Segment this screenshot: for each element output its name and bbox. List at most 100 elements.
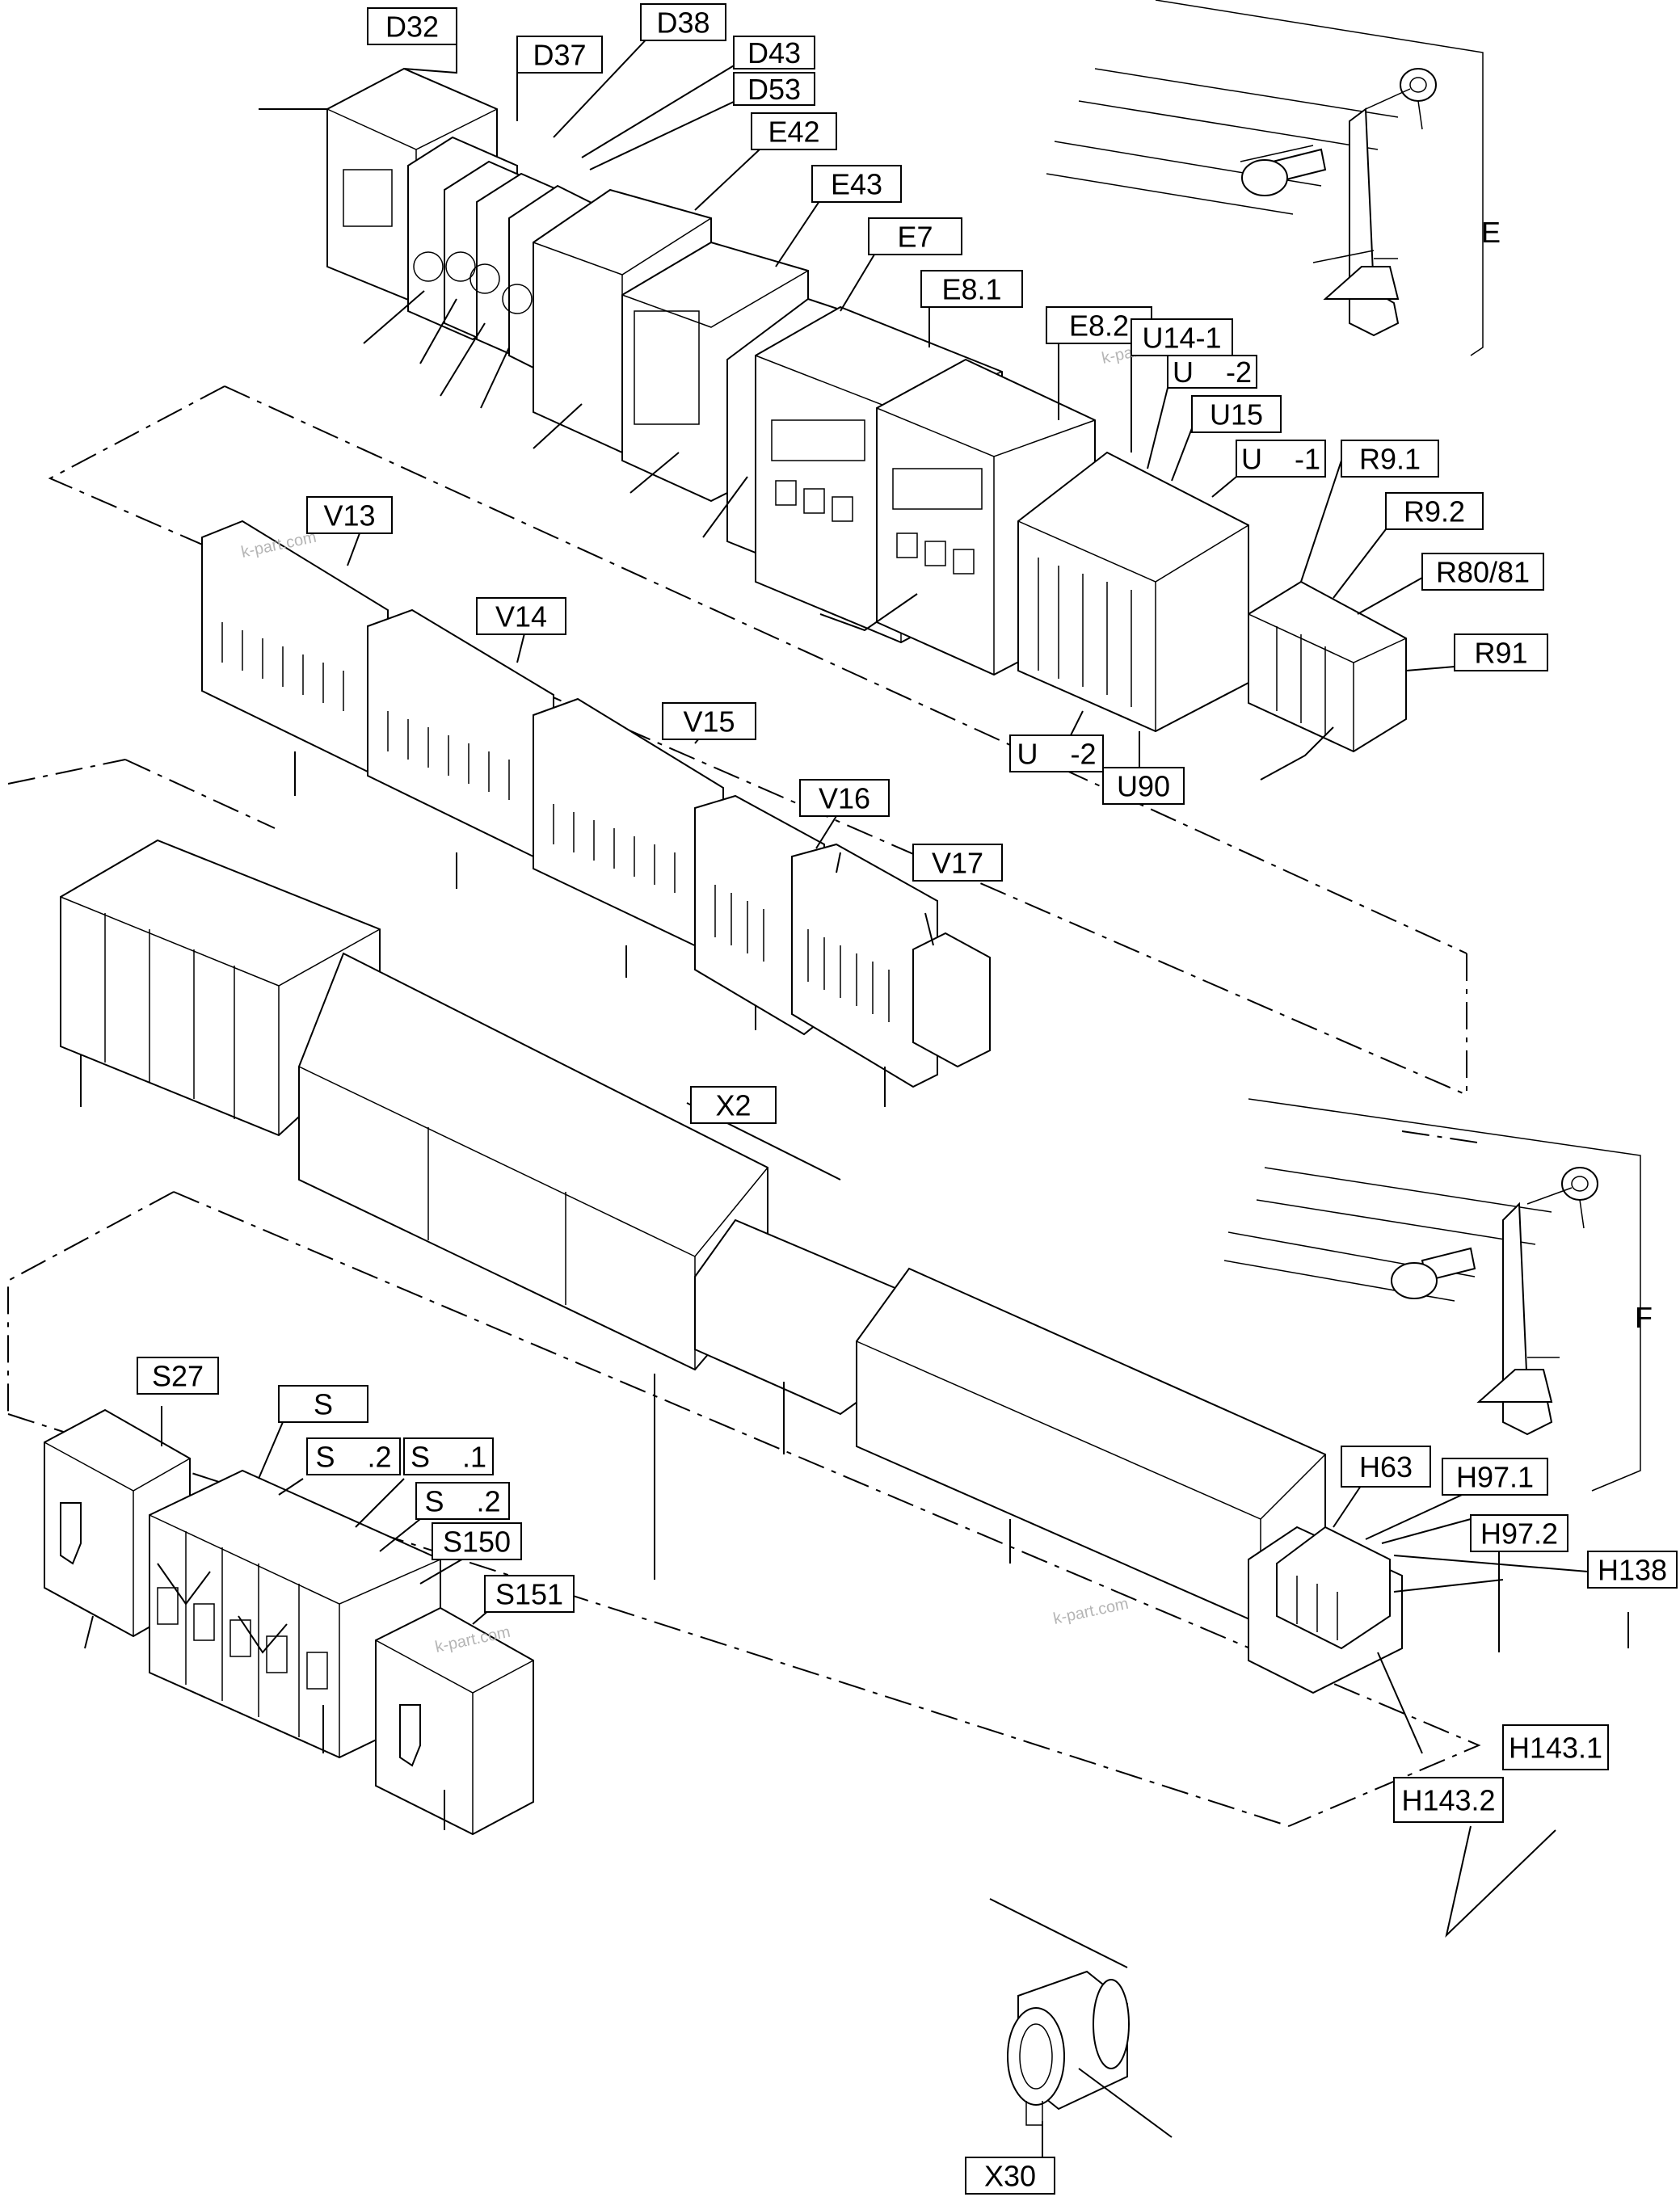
callout-text: R80/81 — [1436, 556, 1530, 589]
callout-box — [415, 1482, 510, 1520]
callout-text: D37 — [533, 39, 586, 72]
callout-h143-2: H143.2 — [1393, 1777, 1504, 1823]
group-boundaries — [7, 385, 1484, 1827]
callout-text: H97.1 — [1456, 1461, 1534, 1494]
callout-box — [306, 1437, 401, 1475]
terminal-block-x2 — [298, 952, 1403, 1694]
callout-text: D53 — [747, 73, 801, 106]
callout-e7: E7 — [868, 217, 962, 255]
callout-text: H143.1 — [1509, 1732, 1602, 1765]
callout-v17: V17 — [912, 844, 1003, 882]
callout-u-1: U -1 — [1236, 440, 1326, 478]
callout-text: E8.2 — [1069, 309, 1129, 343]
callout-text: E7 — [897, 221, 933, 254]
callout-d32: D32 — [367, 7, 457, 45]
callout-v15: V15 — [662, 702, 756, 740]
callout-box — [1454, 633, 1548, 671]
callout-box — [484, 1575, 575, 1613]
callout-s-2b: S .2 — [415, 1482, 510, 1520]
callout-d53: D53 — [733, 72, 815, 106]
callout-text: H63 — [1359, 1450, 1413, 1484]
callout-text: H97.2 — [1480, 1517, 1558, 1551]
callout-text: R91 — [1474, 637, 1527, 670]
callout-x30: X30 — [965, 2157, 1055, 2195]
callout-box — [690, 1086, 777, 1124]
callout-box — [799, 779, 890, 817]
detail-letter-f: F — [1635, 1301, 1653, 1334]
callout-text: X2 — [715, 1089, 751, 1122]
callout-text: S150 — [443, 1526, 511, 1559]
callout-text: S .2 — [424, 1485, 500, 1518]
callout-box — [1009, 734, 1104, 772]
callout-box — [1393, 1777, 1504, 1823]
callout-text: V16 — [819, 782, 870, 815]
callout-text: U -2 — [1173, 356, 1252, 389]
callout-box — [751, 112, 837, 150]
callout-box — [1191, 395, 1282, 433]
callout-e8-1: E8.1 — [920, 270, 1023, 308]
callout-box — [476, 597, 566, 635]
callout-box — [1587, 1551, 1678, 1589]
callout-text: E42 — [768, 116, 819, 149]
callout-box — [920, 270, 1023, 308]
callout-h97-1: H97.1 — [1442, 1458, 1548, 1496]
callout-u15: U15 — [1191, 395, 1282, 433]
callout-text: D43 — [747, 36, 801, 69]
callout-v16: V16 — [799, 779, 890, 817]
callout-h97-2: H97.2 — [1470, 1514, 1568, 1552]
callout-u90: U90 — [1102, 767, 1185, 805]
callout-text: D32 — [385, 11, 439, 44]
callout-s150: S150 — [432, 1522, 522, 1560]
callout-v14: V14 — [476, 597, 566, 635]
callout-text: H138 — [1598, 1554, 1667, 1587]
connector-x30 — [1007, 1970, 1130, 2126]
callout-h63: H63 — [1341, 1446, 1431, 1488]
callout-box — [1167, 355, 1257, 389]
callout-x2: X2 — [690, 1086, 777, 1124]
callout-s-1: S .1 — [403, 1437, 494, 1475]
callout-box — [306, 496, 393, 534]
callout-text: S151 — [495, 1578, 563, 1611]
leader-lines — [80, 32, 1629, 2165]
detail-f-bracket: F — [1223, 1098, 1653, 1492]
detail-letter-e: E — [1481, 216, 1501, 249]
callout-box — [1502, 1724, 1609, 1770]
callout-box — [1470, 1514, 1568, 1552]
callout-u-2b: U -2 — [1009, 734, 1104, 772]
callout-text: V15 — [683, 705, 735, 739]
callout-text: R9.1 — [1359, 443, 1421, 476]
callout-e43: E43 — [811, 165, 902, 203]
callout-d43: D43 — [733, 36, 815, 69]
callout-r9-2: R9.2 — [1385, 492, 1484, 530]
callout-h143-1: H143.1 — [1502, 1724, 1609, 1770]
callout-text: S27 — [152, 1360, 204, 1393]
callout-box — [811, 165, 902, 203]
watermark-text: k-part.com — [1051, 1595, 1130, 1628]
callout-box — [640, 3, 726, 41]
callout-r91: R91 — [1454, 633, 1548, 671]
callout-u-2a: U -2 — [1167, 355, 1257, 389]
callout-r9-1: R9.1 — [1341, 440, 1439, 478]
fuse-block — [60, 839, 381, 1137]
callout-box — [278, 1385, 368, 1423]
callout-box — [432, 1522, 522, 1560]
callout-text: U -1 — [1241, 443, 1320, 476]
callout-d37: D37 — [516, 36, 603, 74]
callout-s27: S27 — [137, 1357, 219, 1395]
callout-box — [1385, 492, 1484, 530]
switch-row — [44, 1408, 534, 1836]
callout-text: H143.2 — [1401, 1784, 1495, 1817]
callout-r80-81: R80/81 — [1421, 553, 1544, 591]
callout-box — [403, 1437, 494, 1475]
callout-text: S — [314, 1388, 333, 1421]
callout-box — [868, 217, 962, 255]
callout-s151: S151 — [484, 1575, 575, 1613]
callout-box — [137, 1357, 219, 1395]
callout-s-2: S .2 — [306, 1437, 401, 1475]
callout-box — [662, 702, 756, 740]
callout-text: V13 — [323, 499, 375, 532]
callout-text: S .1 — [411, 1441, 486, 1474]
detail-e-bracket: E — [1046, 0, 1501, 356]
